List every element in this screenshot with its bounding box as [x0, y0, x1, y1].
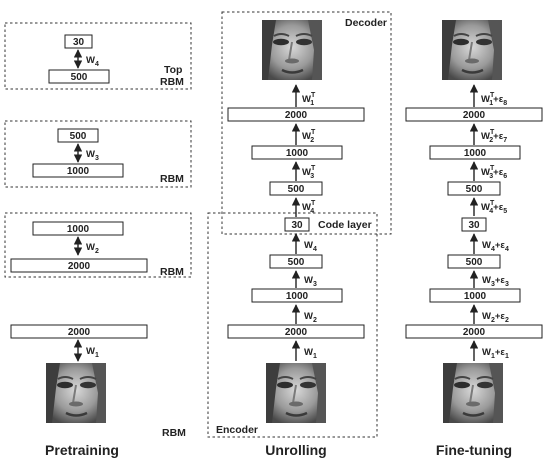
finetune-enc-box-500: [447, 254, 501, 269]
unroll-dec-box-500: [269, 181, 323, 196]
pretrain-rbm2-lower-box: [10, 258, 148, 273]
pretrain-rbm3-lower-label: 1000: [67, 166, 90, 177]
unroll-enc-weight-3: W3: [304, 275, 317, 288]
unroll-enc-weight-4: W4: [304, 240, 317, 253]
unroll-enc-label-500: 500: [288, 257, 305, 268]
pretrain-rbm1-upper-label: 2000: [68, 327, 91, 338]
top-rbm-frame: [4, 22, 192, 90]
unroll-output-face-image: [262, 20, 322, 80]
finetune-dec-label-500: 500: [466, 184, 483, 195]
rbm1-label: RBM: [162, 427, 186, 439]
finetune-enc-label-500: 500: [466, 257, 483, 268]
decoder-frame: [221, 11, 392, 235]
finetune-enc-weight-2: W2+ε2: [482, 311, 509, 324]
pretrain-top-weight: W4: [86, 55, 99, 68]
finetune-enc-label-1000: 1000: [464, 291, 487, 302]
pretraining-caption: Pretraining: [45, 442, 119, 458]
finetune-dec-label-2000: 2000: [463, 110, 486, 121]
top-rbm-label-line2: RBM: [160, 76, 184, 88]
finetune-output-face-image: [442, 20, 502, 80]
finetune-enc-box-2000: [405, 324, 543, 339]
pretrain-top-upper-label: 30: [73, 37, 85, 48]
rbm2-label: RBM: [160, 266, 184, 278]
finetune-dec-box-500: [447, 181, 501, 196]
pretrain-rbm2-weight: W2: [86, 242, 99, 255]
unroll-enc-label-1000: 1000: [286, 291, 309, 302]
pretrain-rbm3-weight: W3: [86, 149, 99, 162]
finetune-dec-box-1000: [429, 145, 521, 160]
rbm3-frame: [4, 120, 192, 188]
encoder-frame: [207, 212, 378, 438]
unroll-enc-weight-1: W1: [304, 347, 317, 360]
top-rbm-label-line1: Top: [164, 64, 182, 76]
finetuning-caption: Fine-tuning: [436, 442, 512, 458]
pretrain-top-lower-box: [48, 69, 110, 84]
unroll-code-label: 30: [291, 220, 303, 231]
unroll-dec-box-2000: [227, 107, 365, 122]
unrolling-caption: Unrolling: [265, 442, 326, 458]
finetune-enc-weight-4: W4+ε4: [482, 240, 509, 253]
pretrain-rbm1-upper-box: [10, 324, 148, 339]
pretrain-rbm3-upper-box: [57, 128, 99, 143]
unroll-enc-weight-2: W2: [304, 311, 317, 324]
unroll-dec-label-500: 500: [288, 184, 305, 195]
unroll-dec-label-2000: 2000: [285, 110, 308, 121]
unroll-dec-label-1000: 1000: [286, 148, 309, 159]
unroll-enc-label-2000: 2000: [285, 327, 308, 338]
pretrain-rbm2-upper-label: 1000: [67, 224, 90, 235]
finetune-input-face-image: [442, 363, 504, 423]
pretrain-input-face-image: [45, 363, 107, 423]
finetune-code-label: 30: [468, 220, 480, 231]
unroll-input-face-image: [265, 363, 327, 423]
pretrain-top-upper-box: [64, 34, 93, 49]
encoder-label: Encoder: [216, 424, 258, 436]
finetune-enc-weight-1: W1+ε1: [482, 347, 509, 360]
finetune-enc-box-1000: [429, 288, 521, 303]
unroll-enc-box-500: [269, 254, 323, 269]
code-layer-label: Code layer: [318, 219, 372, 231]
pretrain-rbm2-lower-label: 2000: [68, 261, 91, 272]
finetune-enc-weight-3: W3+ε3: [482, 275, 509, 288]
finetune-enc-label-2000: 2000: [463, 327, 486, 338]
unroll-dec-box-1000: [251, 145, 343, 160]
pretrain-rbm3-lower-box: [32, 163, 124, 178]
finetune-dec-label-1000: 1000: [464, 148, 487, 159]
decoder-label: Decoder: [345, 17, 387, 29]
rbm3-label: RBM: [160, 173, 184, 185]
pretrain-top-lower-label: 500: [71, 72, 88, 83]
unroll-enc-box-2000: [227, 324, 365, 339]
pretrain-rbm1-weight: W1: [86, 346, 99, 359]
pretrain-rbm2-upper-box: [32, 221, 124, 236]
finetune-code-box: [461, 217, 487, 232]
finetune-dec-box-2000: [405, 107, 543, 122]
pretrain-rbm3-upper-label: 500: [70, 131, 87, 142]
unroll-code-box: [284, 217, 310, 232]
unroll-enc-box-1000: [251, 288, 343, 303]
